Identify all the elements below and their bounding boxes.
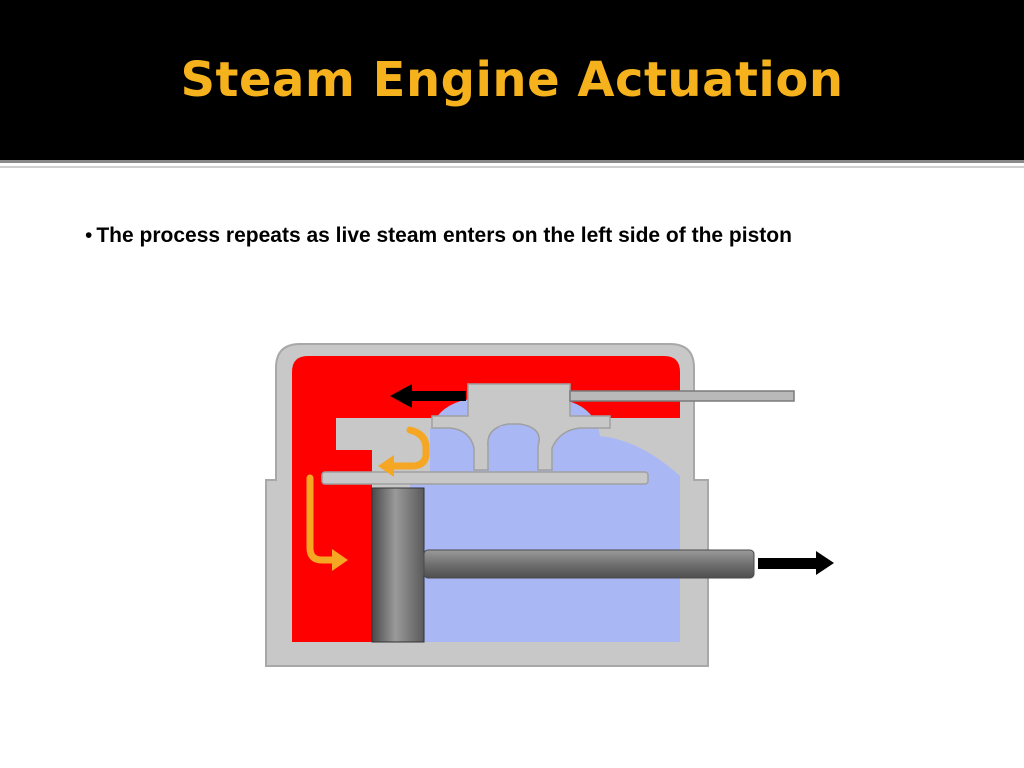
steam-flow-arrow-cylinder — [306, 474, 348, 571]
cylinder-top-wall — [321, 471, 649, 485]
title-bar — [0, 0, 1024, 160]
title-divider — [0, 160, 1024, 163]
slide-valve — [431, 383, 611, 471]
bullet-point: •The process repeats as live steam enter… — [85, 224, 985, 248]
valve-rod — [569, 390, 795, 402]
piston — [371, 487, 425, 643]
slide-title: Steam Engine Actuation — [180, 52, 844, 108]
bullet-marker: • — [85, 224, 93, 247]
piston-rod-motion-arrow — [758, 551, 834, 575]
piston-rod — [423, 549, 755, 579]
valve-rod-motion-arrow — [390, 384, 466, 408]
steam-flow-arrow-inlet — [378, 426, 430, 477]
bullet-text: The process repeats as live steam enters… — [96, 224, 792, 247]
valve-cavity — [496, 426, 532, 462]
title-divider-light — [0, 166, 1024, 168]
